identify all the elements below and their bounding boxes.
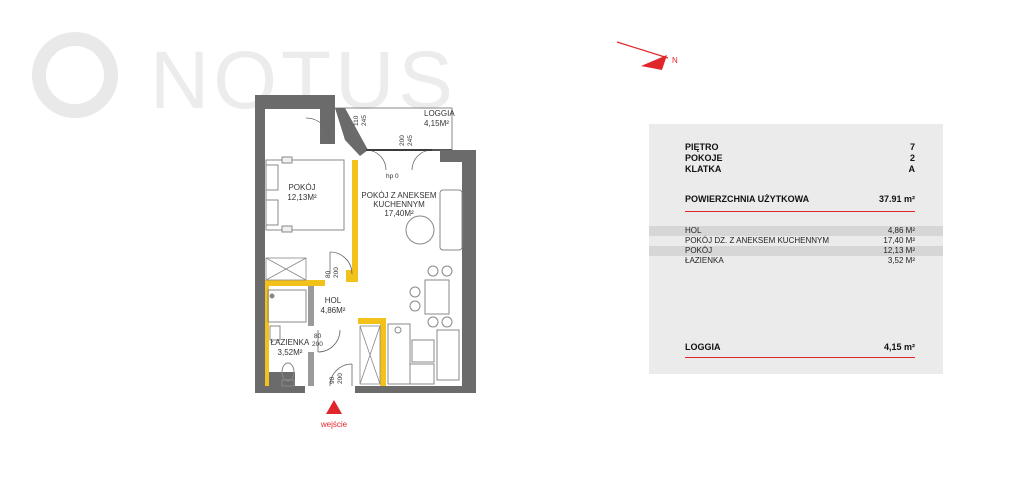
dim-loggia-w: 110	[353, 115, 360, 126]
aneks-area: 17,40m²	[384, 209, 414, 218]
pokoj-name: POKÓJ	[288, 183, 315, 192]
hol-area: 4,86m²	[321, 306, 346, 315]
entrance-arrow-icon	[326, 400, 342, 414]
room-name: POKÓJ	[685, 246, 713, 255]
usable-area-label: POWIERZCHNIA UŻYTKOWA	[685, 194, 810, 204]
lazienka-area: 3,52m²	[278, 348, 303, 357]
aneks-name-1: POKÓJ Z ANEKSEM	[361, 191, 436, 200]
aneks-name-2: KUCHENNYM	[373, 200, 425, 209]
rooms-count-row: POKOJE 2	[685, 153, 915, 163]
dim-loggia-h: 245	[361, 115, 368, 126]
dim-bedroom-h: 200	[333, 267, 340, 278]
summary-panel: PIĘTRO 7 POKOJE 2 KLATKA A POWIERZCHNIA …	[649, 124, 943, 374]
room-row-hol: HOL 4,86 m²	[649, 226, 943, 236]
logo-ring	[32, 32, 118, 118]
floor-label: PIĘTRO	[685, 142, 719, 152]
logo-text: NOTUS	[150, 35, 457, 126]
floor-row: PIĘTRO 7	[685, 142, 915, 152]
dim-hp: hp 0	[386, 173, 399, 180]
loggia-name: LOGGIA	[424, 109, 455, 118]
usable-area-value: 37.91 m²	[878, 194, 915, 204]
compass-label: N	[672, 56, 678, 65]
wardrobe	[265, 257, 381, 385]
rooms-count-value: 2	[909, 153, 915, 163]
divider	[685, 211, 915, 212]
room-area: 4,86 m²	[887, 226, 915, 235]
loggia-label: LOGGIA	[685, 342, 721, 352]
bathroom-fixtures	[267, 289, 307, 387]
room-area: 3,52 m²	[887, 256, 915, 265]
floor-value: 7	[909, 142, 915, 152]
usable-area-row: POWIERZCHNIA UŻYTKOWA 37.91 m²	[685, 194, 915, 204]
room-name: ŁAZIENKA	[685, 256, 724, 265]
entrance-marker: wejście	[320, 400, 348, 429]
dim-entry-h: 200	[337, 373, 344, 384]
dim-balcony-h: 245	[407, 135, 414, 146]
lazienka-name: ŁAZIENKA	[271, 338, 310, 347]
room-row-aneks: POKÓJ DZ. Z ANEKSEM KUCHENNYM 17,40 m²	[649, 236, 943, 246]
dimension-labels: 110 245 200 245 hp 0 80 200 80 200 90 20…	[312, 115, 414, 384]
living-furniture	[387, 189, 463, 385]
dim-bath-w: 80	[314, 333, 322, 340]
dim-entry-w: 90	[329, 376, 336, 384]
rooms-count-label: POKOJE	[685, 153, 723, 163]
room-name: POKÓJ DZ. Z ANEKSEM KUCHENNYM	[685, 236, 830, 245]
hol-name: HOL	[325, 296, 342, 305]
room-row-pokoj: POKÓJ 12,13 m²	[649, 246, 943, 256]
entrance-label: wejście	[320, 420, 348, 429]
room-row-lazienka: ŁAZIENKA 3,52 m²	[649, 256, 943, 266]
loggia-row: LOGGIA 4,15 m²	[685, 342, 915, 352]
compass-icon: N	[616, 41, 678, 70]
divider	[685, 357, 915, 358]
room-area: 17,40 m²	[883, 236, 915, 245]
interior-walls	[265, 160, 386, 386]
walls	[255, 95, 476, 393]
pokoj-area: 12,13m²	[287, 193, 317, 202]
room-area: 12,13 m²	[883, 246, 915, 255]
dim-bedroom-w: 80	[325, 270, 332, 278]
room-name: HOL	[685, 226, 702, 235]
doors	[305, 117, 433, 387]
staircase-label: KLATKA	[685, 164, 722, 174]
dim-bath-h: 200	[312, 341, 323, 348]
notus-logo: NOTUS	[32, 32, 457, 126]
dim-balcony-w: 200	[399, 135, 406, 146]
staircase-row: KLATKA A	[685, 164, 915, 174]
staircase-value: A	[908, 164, 916, 174]
bed	[265, 156, 345, 233]
loggia-value: 4,15 m²	[883, 342, 915, 352]
